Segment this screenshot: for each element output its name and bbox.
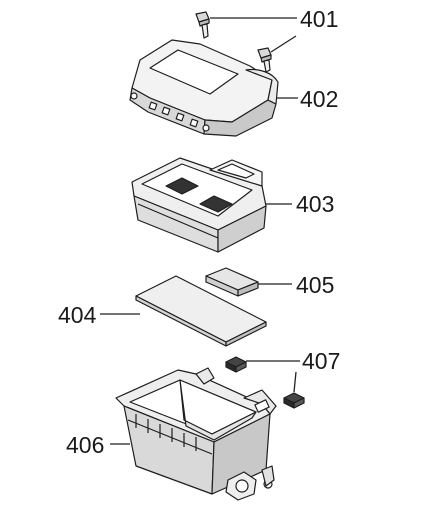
part-407-clip-left: [225, 356, 247, 373]
part-401-screw-top: [195, 11, 210, 39]
part-402-cover: [129, 39, 279, 137]
part-403-filter-element: [131, 157, 267, 253]
label-405: 405: [296, 272, 334, 298]
label-404: 404: [58, 302, 97, 328]
part-407-clip-right: [283, 392, 305, 409]
leader-407b: [293, 371, 297, 393]
label-401: 401: [300, 6, 338, 32]
label-403: 403: [296, 191, 334, 217]
label-402: 402: [300, 86, 338, 112]
leader-401b: [270, 35, 297, 53]
part-405-pad: [205, 267, 259, 297]
part-406-housing: [115, 367, 277, 501]
label-407: 407: [302, 348, 340, 374]
part-404-filter-sheet: [135, 275, 267, 347]
part-401-screw-right: [257, 47, 272, 73]
label-406: 406: [66, 432, 104, 458]
